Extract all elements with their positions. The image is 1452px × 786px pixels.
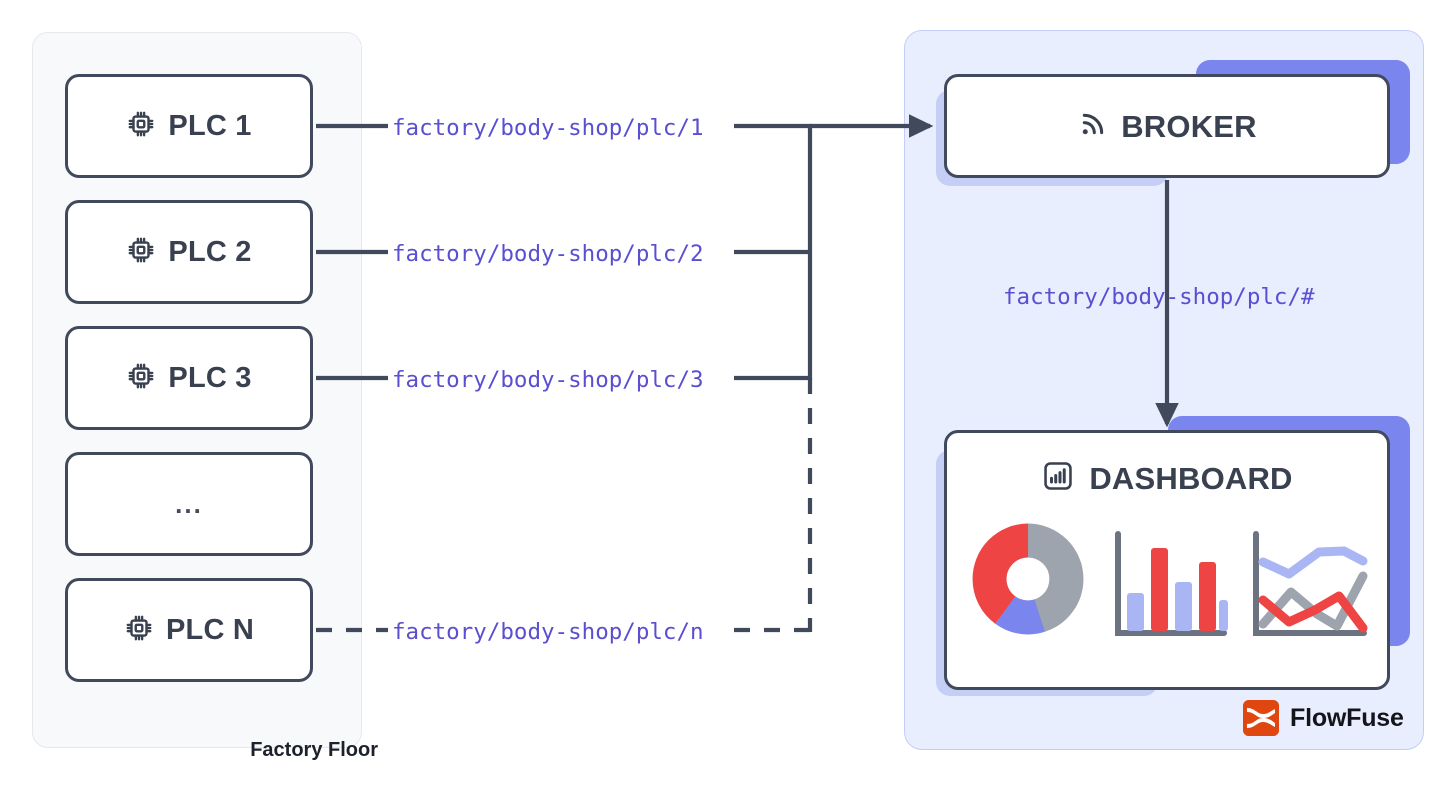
chip-icon bbox=[126, 361, 156, 396]
bar-chart bbox=[1115, 531, 1228, 636]
chip-icon bbox=[126, 235, 156, 270]
factory-floor-caption: Factory Floor bbox=[250, 739, 378, 761]
flowfuse-logo-icon bbox=[1243, 700, 1279, 736]
chip-icon bbox=[124, 613, 154, 648]
plc-1-label: PLC 1 bbox=[168, 109, 252, 142]
plc-2-label: PLC 2 bbox=[168, 235, 252, 268]
dashboard-node[interactable]: DASHBOARD bbox=[944, 430, 1390, 690]
topic-label-plc-3: factory/body-shop/plc/3 bbox=[392, 367, 704, 393]
dashboard-label: DASHBOARD bbox=[1089, 461, 1293, 496]
chip-icon bbox=[126, 109, 156, 144]
dashboard-charts bbox=[965, 516, 1369, 642]
plc-ellipsis-label: ... bbox=[175, 489, 203, 519]
broker-node[interactable]: BROKER bbox=[944, 74, 1390, 178]
topic-label-plc-2: factory/body-shop/plc/2 bbox=[392, 241, 704, 267]
flowfuse-brand: FlowFuse bbox=[1243, 700, 1404, 736]
plc-1-node[interactable]: PLC 1 bbox=[65, 74, 313, 178]
topic-label-plc-n: factory/body-shop/plc/n bbox=[392, 619, 704, 645]
plc-3-label: PLC 3 bbox=[168, 361, 252, 394]
topic-label-plc-1: factory/body-shop/plc/1 bbox=[392, 115, 704, 141]
donut-chart bbox=[972, 523, 1084, 635]
topic-label-subscribe: factory/body-shop/plc/# bbox=[1003, 284, 1315, 310]
plc-ellipsis-node: ... bbox=[65, 452, 313, 556]
plc-3-node[interactable]: PLC 3 bbox=[65, 326, 313, 430]
signal-icon bbox=[1077, 108, 1109, 145]
plc-2-node[interactable]: PLC 2 bbox=[65, 200, 313, 304]
bar-chart-icon bbox=[1041, 459, 1075, 498]
broker-label: BROKER bbox=[1121, 108, 1257, 144]
dashboard-header: DASHBOARD bbox=[1041, 459, 1292, 498]
line-chart bbox=[1253, 531, 1368, 636]
flowfuse-wordmark: FlowFuse bbox=[1290, 703, 1404, 732]
plc-n-label: PLC N bbox=[166, 613, 254, 646]
plc-n-node[interactable]: PLC N bbox=[65, 578, 313, 682]
